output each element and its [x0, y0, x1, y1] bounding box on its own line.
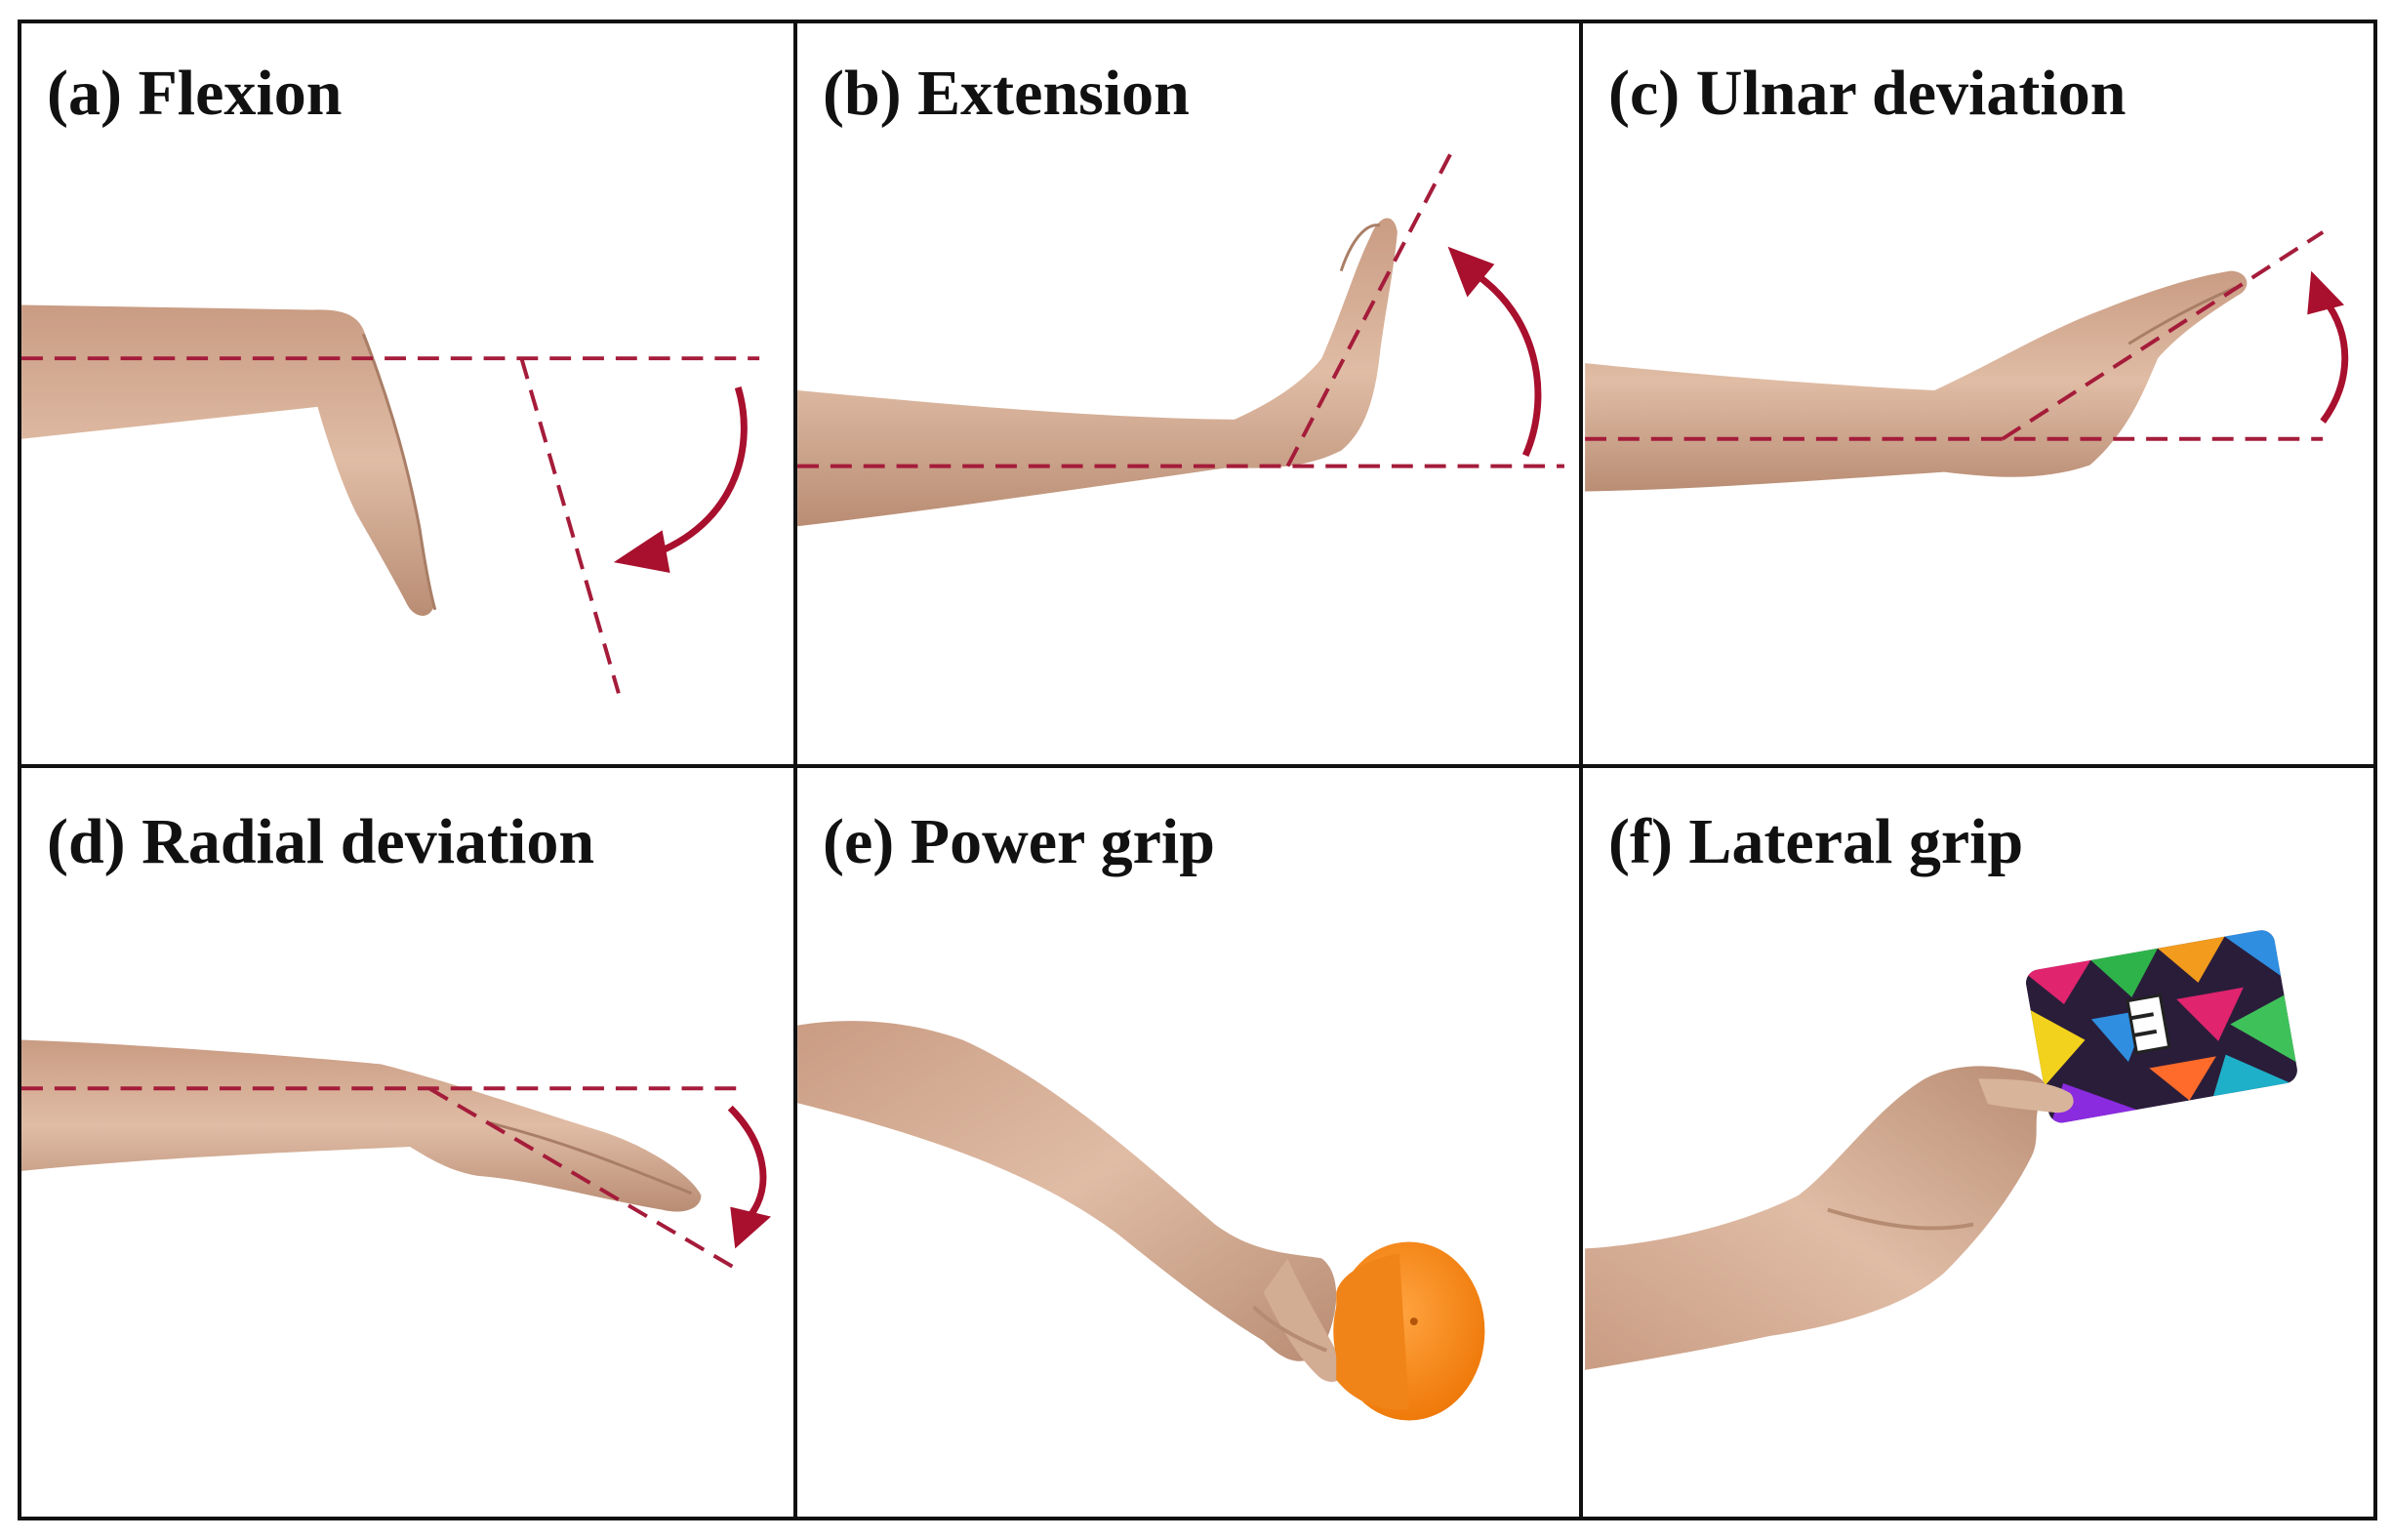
arm-ulnar-deviation-illustration [1585, 230, 2349, 492]
panel-extension: (b) Extension [797, 23, 1583, 768]
panel-power-grip: (e) Power grip [797, 768, 1583, 1517]
caption-extension: (b) Extension [823, 58, 1190, 129]
caption-ulnar-deviation: (c) Ulnar deviation [1608, 58, 2127, 129]
arm-power-grip-illustration [797, 1021, 1485, 1421]
panel-ulnar-deviation: (c) Ulnar deviation [1583, 23, 2373, 768]
panel-lateral-grip: (f) Lateral grip [1583, 768, 2373, 1517]
caption-flexion: (a) Flexion [47, 58, 343, 129]
panel-flexion: (a) Flexion [21, 23, 797, 768]
colorful-card [2023, 927, 2300, 1125]
caption-lateral-grip: (f) Lateral grip [1608, 806, 2024, 877]
arm-radial-deviation-illustration [21, 1039, 772, 1274]
caption-radial-deviation: (d) Radial deviation [47, 806, 595, 877]
caption-power-grip: (e) Power grip [823, 806, 1215, 877]
gesture-figure-grid: (a) Flexion (b) Extension [18, 20, 2377, 1520]
panel-radial-deviation: (d) Radial deviation [21, 768, 797, 1517]
arm-extension-illustration [797, 148, 1564, 527]
arm-flexion-illustration [21, 304, 760, 694]
hand-lateral-grip-illustration [1585, 927, 2300, 1370]
